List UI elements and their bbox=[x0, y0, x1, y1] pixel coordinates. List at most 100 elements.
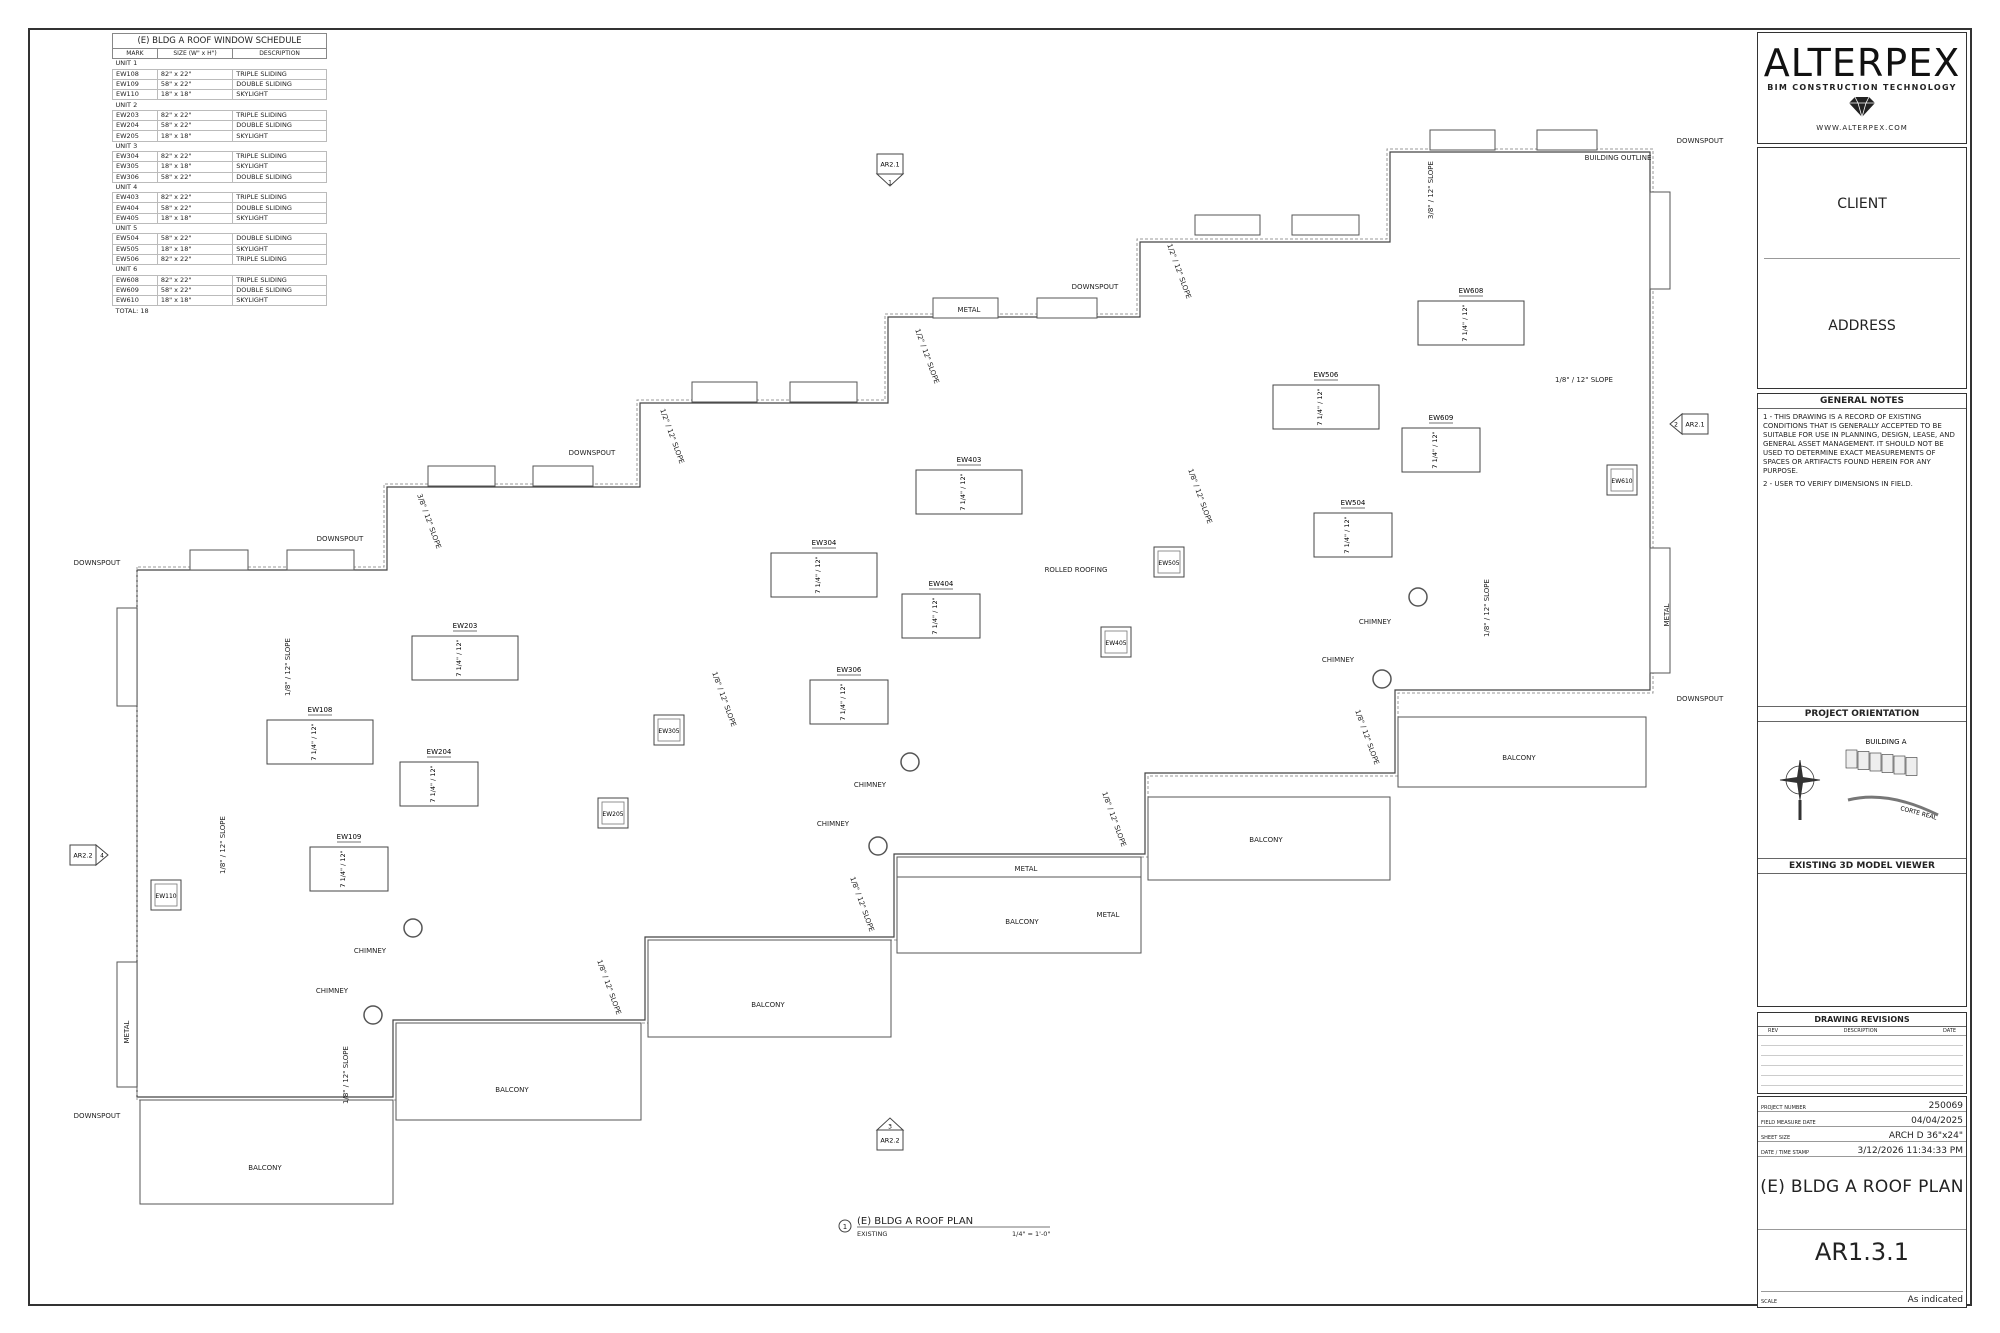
schedule-cell: DOUBLE SLIDING bbox=[232, 233, 327, 245]
schedule-header: SIZE (W" x H") bbox=[156, 47, 234, 60]
schedule-cell: TRIPLE SLIDING bbox=[232, 274, 327, 286]
schedule-cell: 58" x 22" bbox=[156, 233, 234, 245]
schedule-cell: TRIPLE SLIDING bbox=[232, 192, 327, 204]
skylight: EW610 bbox=[1606, 464, 1638, 496]
schedule-cell: 58" x 22" bbox=[156, 78, 234, 91]
window-pitch: 7 1/4" / 12" bbox=[1461, 304, 1469, 341]
chimney bbox=[1372, 669, 1392, 689]
schedule-cell: EW205 bbox=[112, 130, 158, 142]
slope-label: 1/2" / 12" SLOPE bbox=[658, 408, 685, 465]
schedule-cell: 58" x 22" bbox=[156, 171, 234, 183]
balcony bbox=[139, 1099, 394, 1205]
general-note: 2 - USER TO VERIFY DIMENSIONS IN FIELD. bbox=[1763, 480, 1913, 488]
metal-label: METAL bbox=[123, 1020, 131, 1043]
balcony-label: BALCONY bbox=[1249, 836, 1283, 844]
scale-key: SCALE bbox=[1761, 1299, 1778, 1305]
downspout-label: DOWNSPOUT bbox=[74, 559, 121, 567]
drawing-subtitle: EXISTING bbox=[857, 1230, 887, 1238]
balcony bbox=[395, 1022, 642, 1121]
parapet bbox=[1036, 297, 1098, 319]
balcony bbox=[647, 939, 892, 1038]
rev-header: DESCRIPTION bbox=[1843, 1028, 1878, 1034]
skylight-tag: EW505 bbox=[1158, 560, 1179, 567]
skylight-tag: EW205 bbox=[602, 811, 623, 818]
schedule-unit: UNIT 2 bbox=[115, 100, 138, 109]
schedule-cell: 58" x 22" bbox=[156, 202, 234, 214]
skylight: EW405 bbox=[1100, 626, 1132, 658]
section-tag: AR2.11 bbox=[875, 153, 905, 187]
skylight: EW205 bbox=[597, 797, 629, 829]
rev-header: DATE bbox=[1942, 1028, 1956, 1034]
field-measure-date: 04/04/2025 bbox=[1911, 1116, 1963, 1126]
parapet bbox=[691, 381, 758, 403]
section-number: 1 bbox=[888, 180, 892, 187]
sheet-size: ARCH D 36"x24" bbox=[1888, 1131, 1963, 1141]
chimney-label: CHIMNEY bbox=[354, 947, 387, 955]
side-parapet bbox=[116, 607, 138, 707]
rev-header: REV bbox=[1768, 1028, 1779, 1034]
parapet bbox=[932, 297, 999, 319]
balcony-label: BALCONY bbox=[495, 1086, 529, 1094]
drawing-title-number: 1 bbox=[843, 1223, 847, 1231]
schedule-total: TOTAL: 18 bbox=[115, 306, 149, 315]
chimney-label: CHIMNEY bbox=[854, 781, 887, 789]
timestamp: 3/12/2026 11:34:33 PM bbox=[1857, 1146, 1963, 1156]
section-ref: AR2.1 bbox=[1685, 421, 1704, 429]
schedule-cell: 82" x 22" bbox=[156, 192, 234, 204]
schedule-cell: 18" x 18" bbox=[156, 89, 234, 101]
schedule-cell: 18" x 18" bbox=[156, 161, 234, 173]
building-unit bbox=[1869, 752, 1882, 772]
window-tag: EW204 bbox=[427, 748, 452, 756]
parapet bbox=[789, 381, 858, 403]
window-pitch: 7 1/4" / 12" bbox=[429, 765, 437, 802]
slope-label: 1/8" / 12" SLOPE bbox=[710, 671, 737, 728]
schedule-cell: 82" x 22" bbox=[156, 109, 234, 122]
building-outline bbox=[136, 148, 1654, 1101]
chimney bbox=[403, 918, 423, 938]
schedule-cell: 82" x 22" bbox=[156, 68, 234, 80]
side-parapet bbox=[1649, 547, 1671, 674]
slope-label: 1/8" / 12" SLOPE bbox=[219, 816, 227, 874]
project-number: 250069 bbox=[1928, 1101, 1963, 1111]
sheet-number: AR1.3.1 bbox=[1758, 1229, 1966, 1266]
info-key: SHEET SIZE bbox=[1761, 1135, 1791, 1141]
model-viewer-title: EXISTING 3D MODEL VIEWER bbox=[1758, 858, 1966, 874]
schedule-cell: SKYLIGHT bbox=[232, 161, 327, 173]
general-note: 1 - THIS DRAWING IS A RECORD OF EXISTING… bbox=[1763, 413, 1955, 475]
schedule-cell: EW403 bbox=[112, 192, 158, 204]
rolled-roofing-label: ROLLED ROOFING bbox=[1045, 566, 1108, 574]
scale-value: As indicated bbox=[1907, 1295, 1963, 1305]
schedule-cell: TRIPLE SLIDING bbox=[232, 68, 327, 80]
diamond-logo-icon bbox=[1849, 96, 1875, 118]
skylight-tag: EW405 bbox=[1105, 640, 1126, 647]
schedule-cell: 18" x 18" bbox=[156, 212, 234, 225]
schedule-cell: TRIPLE SLIDING bbox=[232, 150, 327, 163]
company-logo: ALTERPEX bbox=[1763, 41, 1961, 85]
client-block: CLIENT ADDRESS bbox=[1757, 147, 1967, 389]
drawing-revisions-block: DRAWING REVISIONS REV DESCRIPTION DATE bbox=[1757, 1012, 1967, 1094]
client-label: CLIENT bbox=[1837, 196, 1887, 212]
sheet-title: (E) BLDG A ROOF PLAN bbox=[1760, 1177, 1964, 1197]
schedule-cell: EW110 bbox=[112, 89, 158, 101]
schedule-cell: 18" x 18" bbox=[156, 243, 234, 255]
chimney-label: CHIMNEY bbox=[316, 987, 349, 995]
slope-label: 1/8" / 12" SLOPE bbox=[1353, 709, 1380, 766]
chimney-label: CHIMNEY bbox=[817, 820, 850, 828]
metal-label: METAL bbox=[1663, 603, 1671, 626]
building-unit bbox=[1905, 757, 1918, 776]
skylight: EW305 bbox=[653, 714, 685, 746]
schedule-cell: SKYLIGHT bbox=[232, 130, 327, 142]
